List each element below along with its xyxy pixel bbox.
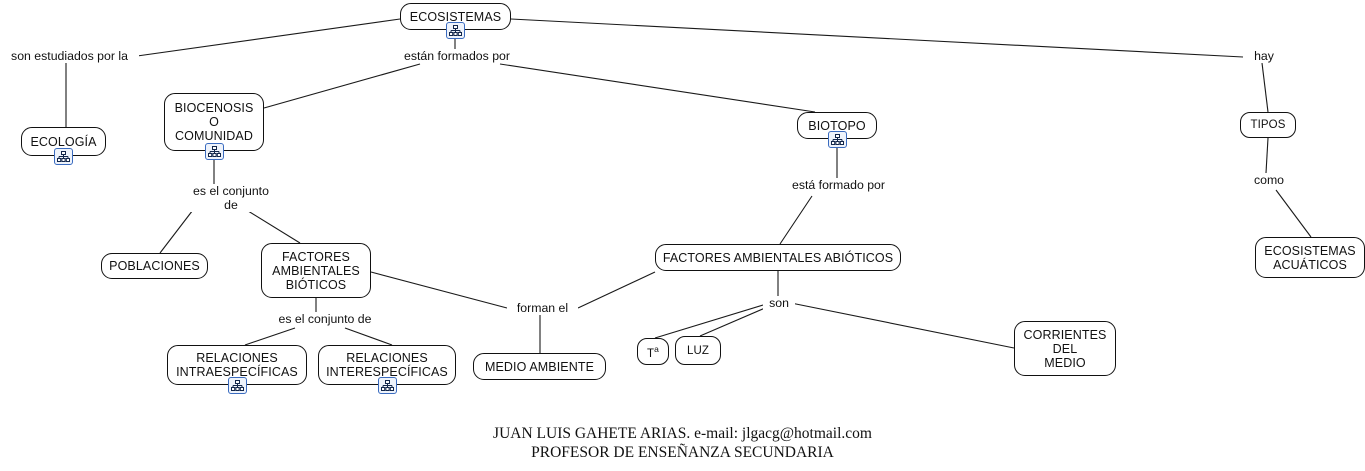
footer-role: PROFESOR DE ENSEÑANZA SECUNDARIA [531,444,834,461]
node-label: MEDIO AMBIENTE [484,359,595,374]
node-corrientes[interactable]: CORRIENTES DEL MEDIO [1014,321,1116,376]
node-poblaciones[interactable]: POBLACIONES [101,253,208,279]
link-label-estan-formados: están formados por [390,49,524,63]
concept-map-hierarchy-icon[interactable] [54,148,73,165]
node-label: ECOSISTEMAS ACUÁTICOS [1264,243,1356,272]
node-luz[interactable]: LUZ [675,336,721,365]
footer-email: jlgacg@hotmail.com [741,425,872,442]
node-label: POBLACIONES [109,259,200,273]
node-label: ECOSISTEMAS [409,9,502,24]
link-label-esta-formado: está formado por [779,178,898,192]
node-label: BIOCENOSIS O COMUNIDAD [174,101,254,143]
link-label-forman-el: forman el [507,301,578,315]
footer-author-name: JUAN LUIS GAHETE ARIAS. e-mail: [493,425,742,442]
node-medioambiente[interactable]: MEDIO AMBIENTE [473,353,606,380]
node-ecoacuaticos[interactable]: ECOSISTEMAS ACUÁTICOS [1255,237,1365,278]
concept-map-hierarchy-icon[interactable] [446,22,465,39]
node-factabio[interactable]: FACTORES AMBIENTALES ABIÓTICOS [655,244,901,271]
edge-factbio-to-formanel [370,271,508,309]
edge-estanformados-to-biocenosis [263,63,421,109]
concept-map-hierarchy-icon[interactable] [377,377,397,394]
link-label-son: son [763,296,795,310]
concept-map-hierarchy-icon[interactable] [227,377,247,394]
node-biocenosis[interactable]: BIOCENOSIS O COMUNIDAD [164,93,264,151]
node-label: BIOTOPO [808,118,866,133]
link-label-es-conjunto-de: es el conjunto de [174,184,288,212]
edge-eco-to-hay [510,18,1244,58]
edge-son-to-luz [699,307,766,337]
edge-estaformado-to-factabio [779,195,813,245]
link-label-son-estudiados: son estudiados por la [0,49,139,63]
concept-map-hierarchy-icon[interactable] [827,131,847,148]
node-tipos[interactable]: TIPOS [1240,112,1296,138]
edge-conjunto-to-factbio [239,205,301,244]
node-label: Ta [647,344,659,360]
node-label: FACTORES AMBIENTALES ABIÓTICOS [662,250,894,265]
edge-como-to-ecoacuaticos [1275,189,1312,238]
footer-author: JUAN LUIS GAHETE ARIAS. e-mail: jlgacg@h… [0,424,1365,443]
edge-son-to-corrientes [790,302,1015,349]
node-factbio[interactable]: FACTORES AMBIENTALES BIÓTICOS [261,243,371,298]
node-label: CORRIENTES DEL MEDIO [1023,327,1107,370]
node-label: LUZ [686,344,710,357]
node-label: ECOLOGÍA [30,134,97,149]
edge-estanformados-to-biotopo [499,63,816,113]
concept-map-hierarchy-icon[interactable] [204,143,224,160]
link-label-como: como [1246,173,1292,187]
edge-son-to-temperatura [654,304,764,339]
node-label: FACTORES AMBIENTALES BIÓTICOS [272,249,360,292]
edge-hay-to-tipos [1261,62,1269,113]
edge-conjunto2-to-intraespec [244,327,296,346]
node-temperatura[interactable]: Ta [637,338,669,365]
node-label: RELACIONES INTRAESPECÍFICAS [176,351,298,379]
link-label-es-conjunto-de2: es el conjunto de [263,312,387,326]
link-label-hay: hay [1248,49,1280,63]
node-label: TIPOS [1250,119,1286,131]
edge-tipos-to-como [1265,137,1269,174]
edge-conjunto2-to-interespec [344,327,393,346]
edge-eco-to-sonestudiados [129,18,401,58]
edge-factabio-to-formanel [577,271,656,309]
edge-conjunto-to-poblaciones [159,205,197,254]
node-label: RELACIONES INTERESPECÍFICAS [326,351,448,379]
